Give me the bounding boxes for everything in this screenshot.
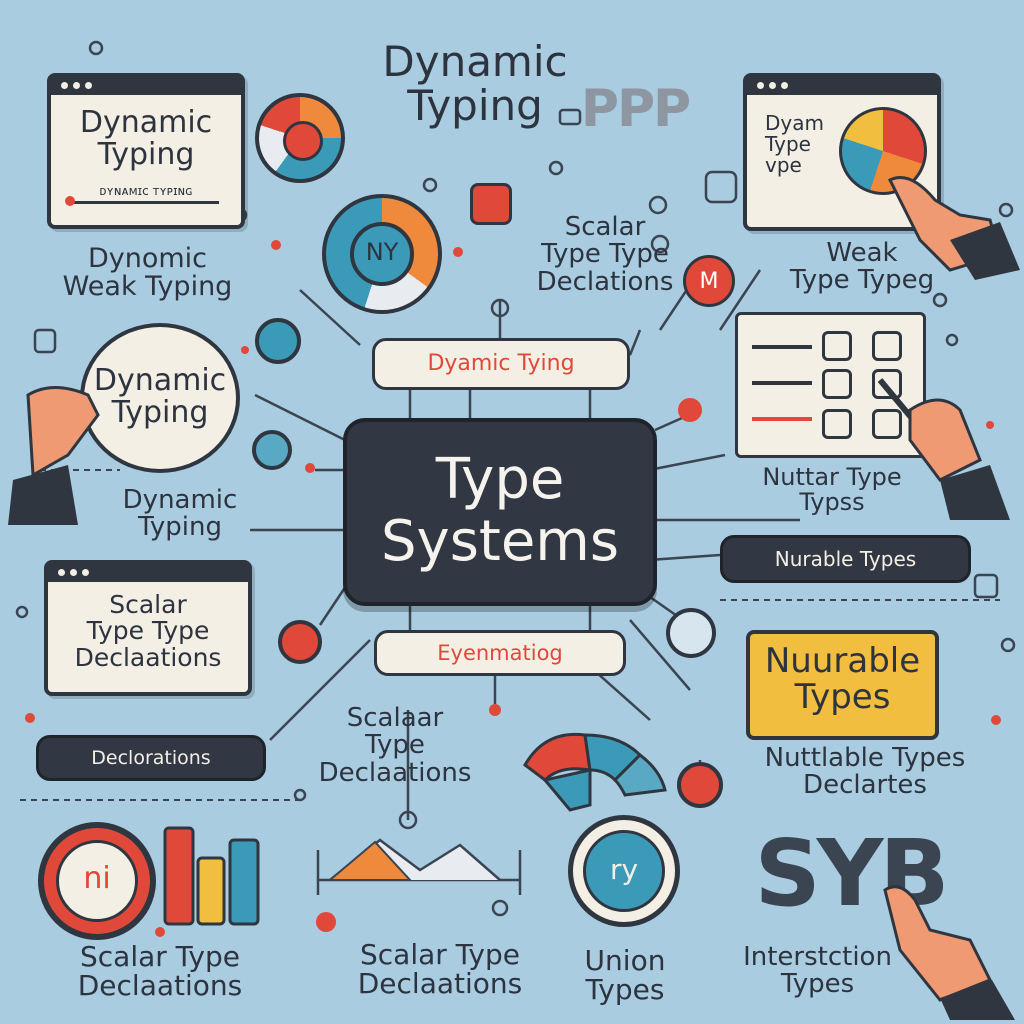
dynomic-weak-typing-label: Dynomic Weak Typing [45, 243, 250, 303]
label-line3: Declations [536, 266, 674, 297]
pointing-hand-bottom-icon [883, 885, 1015, 1020]
label-line3: Declaations [318, 757, 472, 788]
label-line2: Type Type [541, 239, 669, 270]
hand-holding-icon [8, 386, 100, 525]
card-subtitle: ᴅʏɴᴀᴍɪᴄ ᴛʏᴘɪɴɢ [99, 184, 193, 198]
card-title-line2: Typing [97, 136, 195, 172]
top-title-line1: Dynamic [382, 37, 568, 86]
dynamic-typing-label: Dynamic Typing [110, 485, 250, 543]
nuttar-type-label: Nuttar Type Typss [742, 463, 922, 517]
dynamic-typing-circle: Dynamic Typing [80, 323, 240, 473]
teal-small-icon [252, 430, 292, 470]
outline-circle-icon [666, 608, 716, 658]
pointing-hand-icon [887, 176, 1020, 280]
eyenmatiog-pill: Eyenmatiog [374, 630, 626, 676]
ny-text: NY [365, 238, 399, 266]
card-line3: Declaations [74, 642, 222, 672]
red-square-icon [470, 183, 512, 225]
scalar-type-card: Scalar Type Type Declaations [44, 560, 252, 696]
type-systems-box: Type Systems [343, 418, 657, 606]
label-line1: Scalar Type [80, 940, 240, 973]
checkbox-3 [822, 369, 852, 399]
red-circle-icon [278, 620, 322, 664]
center-line2: Systems [381, 509, 619, 574]
label-line1: Union [584, 944, 666, 977]
scalar-type-declations-label: Scalar Type Type Declations [505, 212, 705, 297]
top-title: Dynamic Typing [365, 37, 585, 131]
label-line2: Type Typeg [789, 265, 935, 296]
label-line2: Typing [138, 512, 222, 543]
hand-with-pen-icon [877, 378, 1010, 520]
nurable-types-pill: Nurable Types [720, 535, 971, 583]
top-title-line2: Typing [407, 81, 543, 131]
checkbox-1 [822, 331, 852, 361]
declorations-pill: Declorations [36, 735, 266, 781]
ppp-badge: PPP [580, 79, 691, 139]
checkbox-5 [822, 409, 852, 439]
union-types-label: Union Types [570, 946, 680, 1005]
label-line2: Declaations [357, 967, 523, 1001]
donut-chart-icon [255, 93, 345, 183]
ni-circle-icon: ni [38, 822, 156, 940]
label-line1: Dynamic [122, 485, 238, 515]
label-line2: Declaations [77, 969, 243, 1003]
dynamic-typing-pill: Dyamic Tying [372, 338, 630, 390]
card-line2: Type [765, 132, 811, 156]
fan-chart-icon [523, 732, 667, 812]
circle-line2: Typing [111, 394, 209, 430]
card-title-line1: Dynamic [79, 105, 213, 140]
m-text: M [699, 269, 719, 294]
card-line1: Scalar [109, 590, 187, 619]
scalaar-type-label: Scalaar Type Declaations [305, 703, 485, 788]
card-line1: Nuurable [764, 641, 921, 681]
checkbox-6 [872, 409, 902, 439]
m-circle-icon: M [683, 255, 735, 307]
label-line1: Scalar Type [360, 938, 520, 971]
nuttlable-types-label: Nuttlable Types Declartes [740, 743, 990, 801]
label-line1: Scalaar [346, 703, 444, 733]
card-line2: Types [794, 676, 891, 717]
label-line2: Declartes [803, 770, 927, 801]
circle-line1: Dynamic [93, 363, 227, 398]
interstction-types-label: Interstction Types [735, 942, 900, 1000]
label-line2: Type [365, 730, 425, 761]
ny-donut-icon: NY [322, 194, 442, 314]
label-line2: Types [780, 969, 855, 1000]
weak-type-typeg-label: Weak Type Typeg [772, 238, 952, 296]
teal-circle-icon [255, 318, 301, 364]
label-line1: Interstction [743, 942, 892, 972]
scalar-type-declaations-center-label: Scalar Type Declaations [330, 940, 550, 999]
red-button-icon [677, 762, 723, 808]
card-line3: vpe [765, 153, 802, 177]
dynamic-typing-card: Dynamic Typing ᴅʏɴᴀᴍɪᴄ ᴛʏᴘɪɴɢ [47, 73, 245, 229]
scalar-type-declaations-left-label: Scalar Type Declaations [45, 942, 275, 1001]
pie-chart-icon [839, 107, 927, 195]
nuurable-types-card: Nuurable Types [746, 630, 939, 740]
label-line2: Typss [799, 488, 865, 517]
checkbox-2 [872, 331, 902, 361]
card-progress-dot [65, 196, 75, 206]
checklist-card [735, 312, 926, 458]
label-line1: Weak [826, 238, 898, 268]
label-line2: Types [585, 973, 665, 1007]
card-line1: Dyam [765, 111, 824, 135]
ry-circle-icon: ry [568, 815, 680, 927]
ni-text: ni [83, 861, 111, 896]
label-line1: Nuttar Type [762, 463, 902, 491]
label-line2: Weak Typing [62, 271, 233, 303]
label-line1: Scalar [564, 212, 646, 242]
checkbox-4 [872, 369, 902, 399]
card-progress-line [69, 201, 219, 204]
center-line1: Type [435, 447, 565, 512]
label-line1: Nuttlable Types [764, 743, 966, 773]
card-line2: Type Type [86, 616, 210, 646]
label-line1: Dynomic [87, 243, 208, 274]
ry-text: ry [609, 853, 639, 886]
